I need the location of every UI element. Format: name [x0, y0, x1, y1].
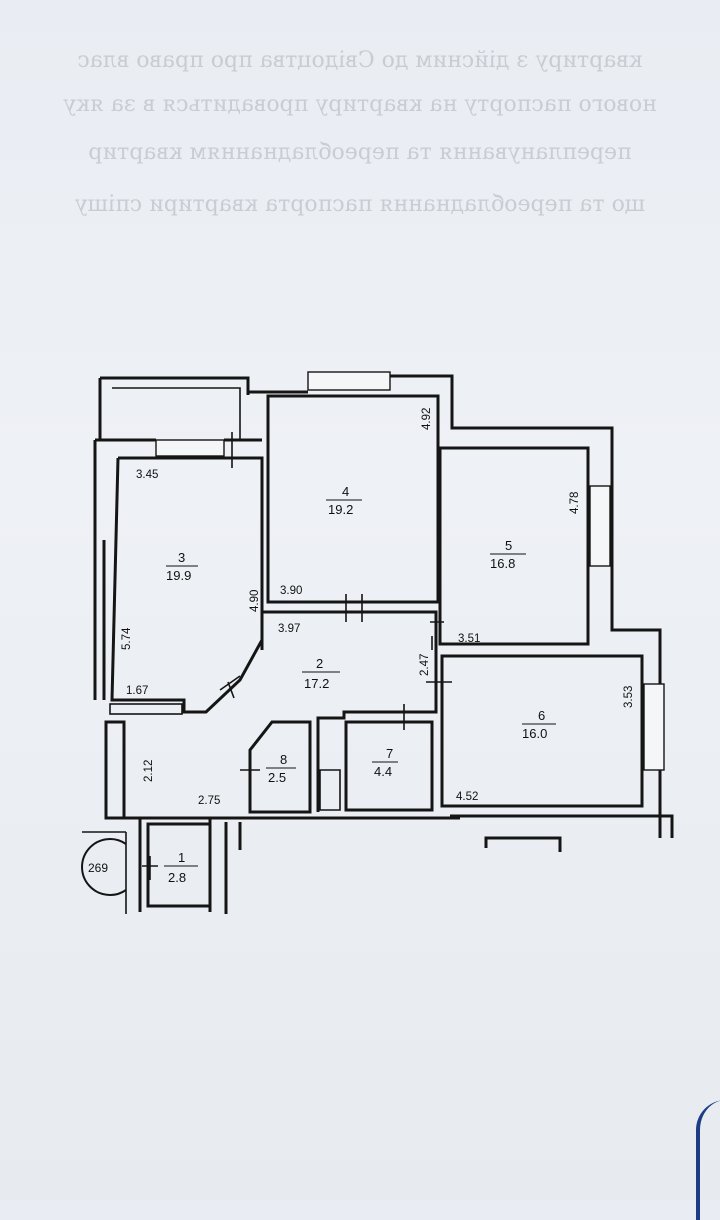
svg-text:6: 6: [538, 708, 545, 723]
svg-text:3: 3: [178, 550, 185, 565]
balcony-outline: [98, 376, 250, 440]
svg-text:2: 2: [316, 656, 323, 671]
svg-text:7: 7: [386, 746, 393, 761]
room-4-label: 4 19.2: [326, 484, 362, 517]
svg-text:2.5: 2.5: [268, 770, 286, 785]
dimension-5-74: 5.74: [121, 627, 133, 650]
dimension-3-53: 3.53: [623, 686, 635, 708]
dimension-2-47: 2.47: [419, 654, 431, 676]
svg-text:19.2: 19.2: [328, 502, 353, 517]
svg-text:17.2: 17.2: [304, 676, 329, 691]
svg-text:16.8: 16.8: [490, 556, 515, 571]
room-1-walls: [146, 822, 212, 908]
room-5-walls: [438, 446, 590, 646]
room-2-label: 2 17.2: [302, 656, 340, 691]
dimension-4-52: 4.52: [456, 791, 478, 803]
dimension-1-67: 1.67: [126, 685, 148, 697]
dimension-3-45: 3.45: [136, 469, 158, 481]
binder-edge: [696, 1100, 720, 1220]
svg-text:16.0: 16.0: [522, 726, 547, 741]
dimension-2-12: 2.12: [143, 760, 155, 782]
dimension-4-90: 4.90: [249, 590, 261, 612]
apartment-number: 269: [88, 861, 108, 875]
apartment-number-marker: [81, 838, 127, 896]
room-2-walls: [260, 610, 438, 812]
room-6-label: 6 16.0: [522, 708, 556, 741]
svg-text:19.9: 19.9: [166, 568, 191, 583]
dimension-3-51: 3.51: [458, 633, 480, 645]
room-1-label: 1 2.8: [164, 850, 198, 885]
dimension-4-92: 4.92: [421, 408, 433, 430]
svg-text:1: 1: [178, 850, 185, 865]
dimension-2-75: 2.75: [198, 795, 220, 807]
window-room-3: [155, 439, 225, 457]
room-8-walls: [248, 720, 312, 814]
svg-text:5: 5: [505, 538, 512, 553]
room-6-walls: [440, 654, 644, 808]
room-3-label: 3 19.9: [166, 550, 198, 583]
dimension-4-78: 4.78: [569, 492, 581, 514]
svg-text:4.4: 4.4: [374, 764, 392, 779]
room-7-label: 7 4.4: [372, 746, 398, 779]
svg-text:4: 4: [342, 484, 349, 499]
door-marks: [142, 432, 452, 880]
room-5-label: 5 16.8: [490, 538, 526, 571]
window-room-5: [589, 485, 611, 567]
room-4-walls: [266, 394, 440, 604]
room-3-walls: [110, 456, 264, 714]
dimension-3-97: 3.97: [278, 623, 300, 635]
svg-text:2.8: 2.8: [168, 870, 186, 885]
window-room-6: [643, 683, 665, 771]
window-room-4: [307, 371, 391, 391]
dimension-3-90: 3.90: [280, 585, 302, 597]
room-8-label: 8 2.5: [266, 752, 296, 785]
svg-text:8: 8: [280, 752, 287, 767]
